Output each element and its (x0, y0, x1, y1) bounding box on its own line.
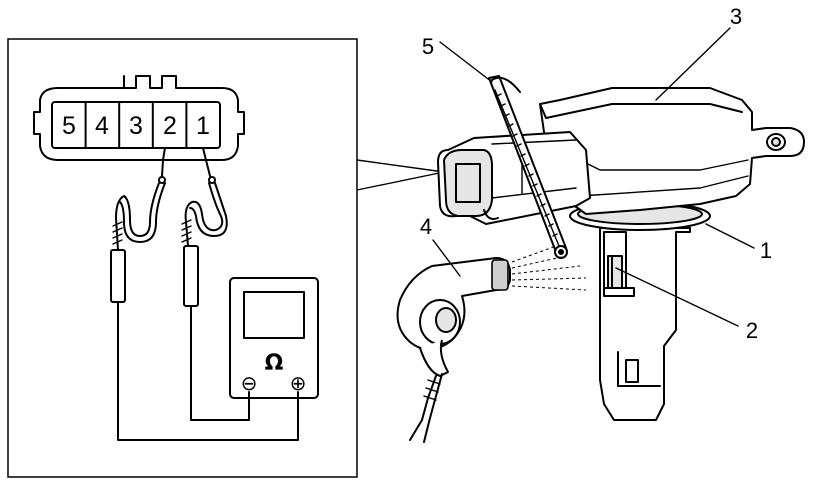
ohmmeter: Ω ⊖ ⊕ (229, 277, 319, 399)
callout-5-thermometer: 5 (422, 34, 434, 59)
callout-4-hair-dryer: 4 (420, 214, 432, 239)
inset-pointer-lines (356, 159, 445, 191)
callout-leaders (432, 27, 755, 327)
connector-pin-4: 4 (95, 112, 109, 140)
connector-pin-5: 5 (62, 112, 76, 140)
connector-front-view: 5 4 3 2 1 (33, 75, 245, 161)
connector-pin-1: 1 (196, 112, 210, 140)
connector-pin-2: 2 (163, 112, 177, 140)
hair-dryer (396, 257, 511, 443)
hot-air-stream (511, 245, 587, 291)
callout-2-element-probe: 2 (746, 318, 758, 343)
test-lead-pin-1 (181, 147, 228, 307)
negative-terminal: ⊖ (241, 371, 258, 395)
callout-3-mass-air-flow-meter: 3 (730, 4, 742, 29)
ohm-symbol: Ω (265, 351, 284, 376)
connector-pin-3: 3 (129, 112, 143, 140)
wire-positive (117, 301, 299, 441)
thermometer (488, 75, 568, 259)
wire-negative (190, 305, 250, 421)
callout-1-element-ring: 1 (760, 238, 772, 263)
positive-terminal: ⊕ (290, 371, 307, 395)
mass-air-flow-meter (437, 87, 805, 421)
